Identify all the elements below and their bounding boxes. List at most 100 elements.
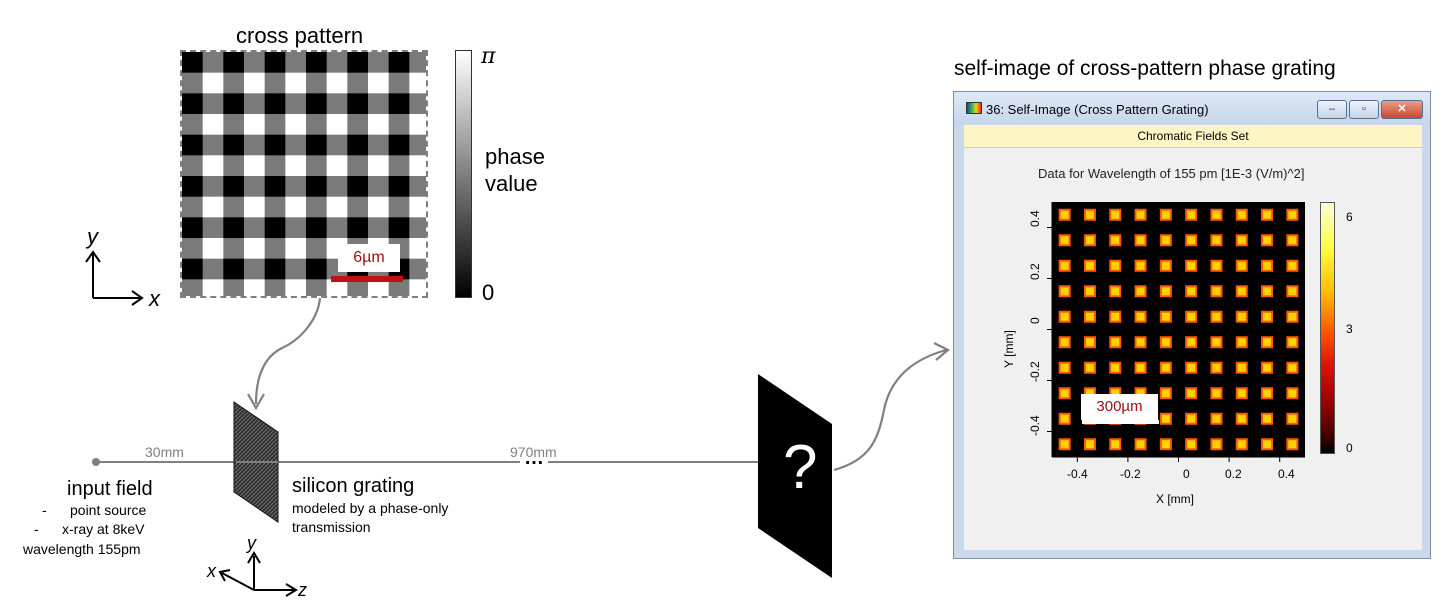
distance-970mm: 970mm (510, 444, 557, 460)
cross-pattern-cell (409, 238, 426, 260)
cross-pattern-cell (368, 93, 390, 115)
intensity-spot-core (1111, 210, 1120, 219)
cross-pattern-cell (223, 155, 245, 177)
intensity-spot-core (1237, 287, 1246, 296)
intensity-spot-core (1161, 414, 1170, 423)
cross-pattern-cell (182, 238, 204, 260)
intensity-spot-core (1263, 338, 1272, 347)
cross-pattern-cell (409, 217, 426, 239)
intensity-spot-core (1085, 210, 1094, 219)
intensity-spot-core (1136, 261, 1145, 270)
intensity-spot-core (1237, 236, 1246, 245)
y-tick-0: 0 (1028, 317, 1042, 324)
distance-30mm: 30mm (145, 444, 184, 460)
cross-pattern-cell (347, 217, 369, 239)
cross-pattern-cell (326, 72, 348, 94)
intensity-spot-core (1136, 210, 1145, 219)
cross-pattern-cell (223, 114, 245, 136)
intensity-colorbar (1320, 202, 1335, 454)
window-titlebar[interactable]: 36: Self-Image (Cross Pattern Grating) –… (954, 92, 1430, 124)
cross-pattern-cell (182, 134, 204, 156)
intensity-spot-core (1161, 363, 1170, 372)
cross-pattern-cell (368, 114, 390, 136)
cross-pattern-cell (388, 217, 410, 239)
cross-pattern-cell (223, 134, 245, 156)
cross-pattern-cell (264, 52, 286, 74)
cross-pattern-cell (182, 196, 204, 218)
minimize-button[interactable]: – (1317, 100, 1347, 119)
cross-pattern-cell (409, 176, 426, 198)
cross-pattern-cell (244, 279, 266, 296)
scale-bar-6um-label: 6µm (338, 244, 400, 272)
window-title: 36: Self-Image (Cross Pattern Grating) (986, 102, 1209, 117)
intensity-spot-core (1288, 414, 1297, 423)
y-tick-02: 0.2 (1028, 263, 1042, 280)
cross-pattern-cell (182, 258, 204, 280)
colorbar-min-label: 0 (482, 280, 495, 305)
cross-pattern-cell (285, 258, 307, 280)
cross-pattern-cell (202, 52, 224, 74)
cross-pattern-cell (264, 279, 286, 296)
intensity-spot-core (1111, 389, 1120, 398)
intensity-spot-core (1161, 338, 1170, 347)
cross-pattern-cell (285, 196, 307, 218)
intensity-spot-core (1187, 261, 1196, 270)
cross-pattern-cell (285, 72, 307, 94)
grating-desc-line2: transmission (292, 519, 371, 535)
intensity-spot-core (1263, 363, 1272, 372)
cross-pattern-cell (409, 114, 426, 136)
cross-pattern-title: cross pattern (236, 23, 364, 48)
cross-pattern-cell (285, 93, 307, 115)
cross-pattern-cell (388, 155, 410, 177)
cross-pattern-cell (306, 196, 328, 218)
intensity-spot-core (1085, 440, 1094, 449)
cross-pattern-cell (388, 176, 410, 198)
scale-bar-300um-label: 300µm (1081, 394, 1158, 420)
cross-pattern-cell (223, 279, 245, 296)
intensity-spot-core (1111, 440, 1120, 449)
x-tick-neg04: -0.4 (1067, 467, 1088, 481)
cross-pattern-cell (285, 155, 307, 177)
intensity-spot-core (1237, 261, 1246, 270)
cross-pattern-cell (223, 238, 245, 260)
cross-pattern-cell (285, 134, 307, 156)
cross-pattern-cell (244, 258, 266, 280)
intensity-spot-core (1263, 414, 1272, 423)
cross-pattern-cell (223, 217, 245, 239)
intensity-spot-core (1060, 312, 1069, 321)
cross-pattern-cell (285, 217, 307, 239)
detector-screen (758, 374, 832, 578)
cross-pattern-cell (388, 72, 410, 94)
cross-pattern-cell (368, 52, 390, 74)
intensity-spot-core (1187, 210, 1196, 219)
intensity-spot-core (1136, 389, 1145, 398)
restore-button[interactable]: ▫ (1349, 100, 1379, 119)
cross-pattern-cell (285, 238, 307, 260)
intensity-spot-core (1288, 210, 1297, 219)
intensity-spot-core (1212, 236, 1221, 245)
colorbar-title-line2: value (485, 171, 538, 196)
cross-pattern-cell (244, 114, 266, 136)
intensity-spot-core (1060, 261, 1069, 270)
intensity-spot-core (1060, 363, 1069, 372)
intensity-spot-core (1060, 414, 1069, 423)
intensity-spot-core (1288, 440, 1297, 449)
input-field-bullet-1: - point source (42, 502, 147, 518)
cross-pattern-cell (182, 93, 204, 115)
intensity-spot-core (1263, 440, 1272, 449)
x-axis-label: X [mm] (1156, 492, 1194, 506)
chromatic-fields-set-tab[interactable]: Chromatic Fields Set (964, 125, 1422, 148)
point-source (92, 458, 100, 466)
close-button[interactable]: ✕ (1381, 100, 1423, 119)
cross-pattern-cell (326, 217, 348, 239)
y-tick-04: 0.4 (1028, 210, 1042, 227)
distance-ellipsis: … (524, 447, 544, 469)
arrow-screen-to-self-image (833, 348, 947, 472)
cross-pattern-cell (202, 217, 224, 239)
axis-y-label: y (87, 224, 98, 249)
intensity-spot-core (1187, 363, 1196, 372)
self-image-window[interactable]: 36: Self-Image (Cross Pattern Grating) –… (953, 91, 1431, 559)
intensity-spot-core (1288, 236, 1297, 245)
intensity-spot-core (1085, 338, 1094, 347)
